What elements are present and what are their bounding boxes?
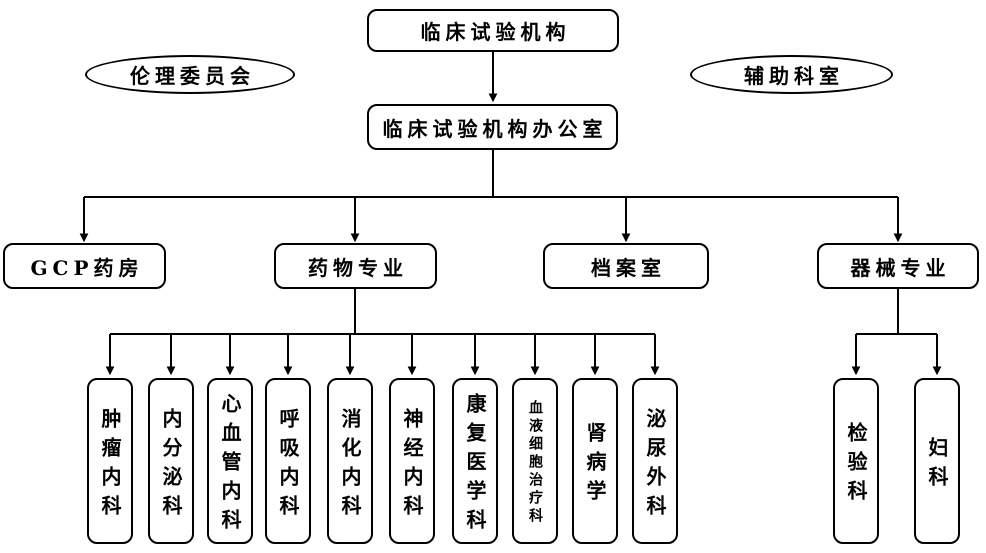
- node-label: 神经内科: [400, 407, 424, 524]
- node-gastroenterology: 消化内科: [327, 378, 373, 544]
- node-label: 检验科: [844, 422, 868, 509]
- node-urology: 泌尿外科: [632, 378, 678, 544]
- node-cardiology: 心血管内科: [207, 378, 253, 544]
- node-laboratory: 检验科: [833, 378, 879, 544]
- node-label: 肿瘤内科: [98, 407, 122, 524]
- node-clinical-trial-institution: 临床试验机构: [367, 9, 619, 52]
- node-label: 泌尿外科: [643, 407, 667, 524]
- node-ethics-committee: 伦理委员会: [85, 55, 295, 94]
- node-label: 血液细胞治疗科: [527, 400, 543, 526]
- node-archive-room: 档案室: [543, 243, 709, 289]
- node-label: 肾病学: [583, 422, 607, 509]
- node-respiratory: 呼吸内科: [265, 378, 311, 544]
- node-rehabilitation-medicine: 康复医学科: [452, 378, 498, 544]
- node-label: 心血管内科: [218, 393, 242, 538]
- node-label: 消化内科: [338, 407, 362, 524]
- node-device-specialty: 器械专业: [817, 243, 979, 289]
- node-gynecology: 妇科: [914, 378, 960, 544]
- node-label: 妇科: [925, 436, 949, 495]
- node-neurology: 神经内科: [389, 378, 435, 544]
- node-gcp-pharmacy: GCP药房: [3, 243, 166, 289]
- node-drug-specialty: 药物专业: [274, 243, 437, 289]
- node-label: 呼吸内科: [276, 407, 300, 524]
- node-endocrinology: 内分泌科: [148, 378, 194, 544]
- node-hematology-cell-therapy: 血液细胞治疗科: [512, 378, 558, 544]
- node-label: 内分泌科: [159, 407, 183, 524]
- node-auxiliary-departments: 辅助科室: [690, 55, 893, 94]
- node-nephrology: 肾病学: [572, 378, 618, 544]
- node-label: 康复医学科: [463, 393, 487, 538]
- node-oncology: 肿瘤内科: [87, 378, 133, 544]
- node-institution-office: 临床试验机构办公室: [367, 104, 618, 150]
